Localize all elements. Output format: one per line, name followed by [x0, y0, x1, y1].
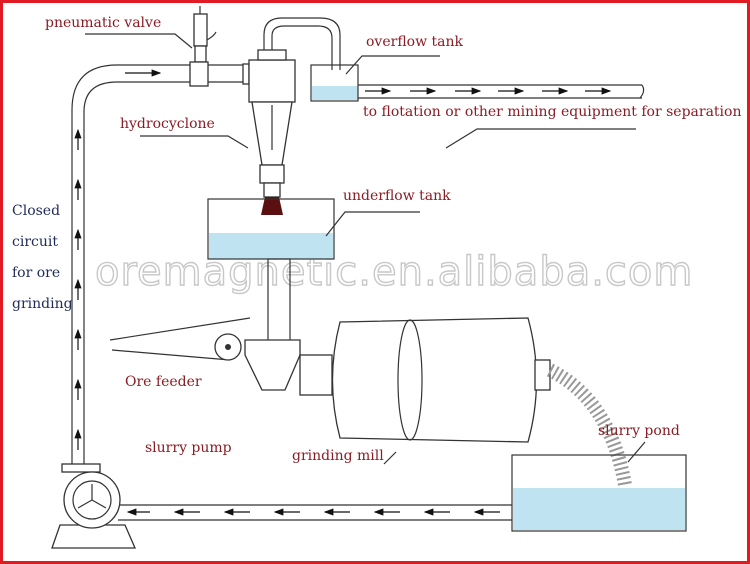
slurry-pump [51, 463, 136, 549]
label-overflow-tank: overflow tank [366, 34, 464, 50]
label-grinding-mill: grinding mill [292, 448, 384, 464]
overflow-pipe [263, 17, 341, 70]
label-slurry-pump: slurry pump [145, 440, 232, 456]
overflow-tank [310, 64, 359, 102]
label-underflow-tank: underflow tank [343, 188, 451, 204]
underflow-tank [207, 198, 335, 260]
return-pipe [71, 64, 245, 470]
closed-circuit-line-4: grinding [12, 296, 73, 312]
closed-circuit-line-2: circuit [12, 234, 58, 250]
watermark: oremagnetic.en.alibaba.com [95, 249, 693, 295]
mill-discharge [546, 363, 632, 487]
label-pneumatic-valve: pneumatic valve [45, 15, 161, 31]
hydrocyclone [242, 49, 296, 215]
closed-circuit-line-3: for ore [12, 265, 60, 281]
output-pipe [358, 84, 645, 99]
grinding-circuit-diagram: oremagnetic.en.alibaba.com pneumatic val… [12, 6, 741, 549]
label-hydrocyclone: hydrocyclone [120, 116, 215, 132]
pneumatic-valve [189, 6, 217, 87]
label-to-flotation: to flotation or other mining equipment f… [363, 104, 741, 120]
bottom-pipe [118, 504, 512, 521]
grinding-mill [299, 317, 551, 443]
slurry-pond [511, 454, 687, 532]
ore-feeder [109, 317, 301, 391]
label-ore-feeder: Ore feeder [125, 374, 202, 390]
closed-circuit-line-1: Closed [12, 203, 60, 219]
label-slurry-pond: slurry pond [598, 423, 680, 439]
